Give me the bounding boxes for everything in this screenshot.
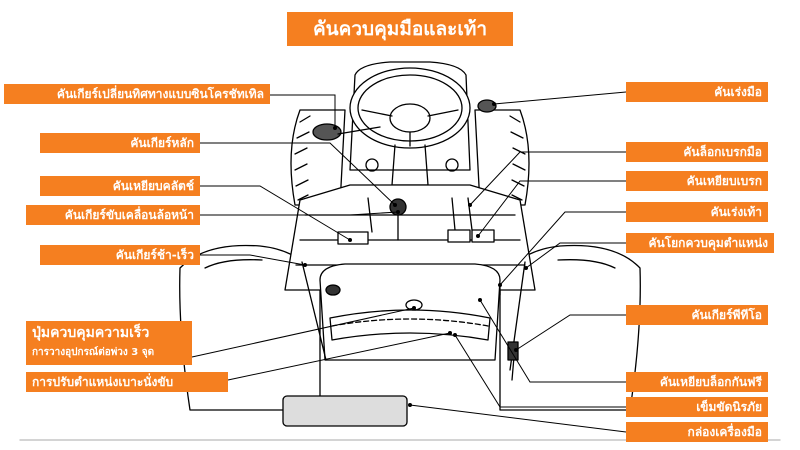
label-clutch-pedal: คันเหยียบคลัตช์ [40, 176, 200, 196]
label-hand-throttle: คันเร่งมือ [626, 82, 768, 102]
label-three-point-hitch: การวางอุปกรณ์ต่อพ่วง 3 จุด [32, 347, 155, 358]
label-synchro-shuttle-lever: คันเกียร์เปลี่ยนทิศทางแบบซินโครชัทเทิล [4, 84, 270, 104]
label-main-gear-lever: คันเกียร์หลัก [40, 133, 200, 153]
label-range-gear-lever: คันเกียร์ช้า-เร็ว [40, 245, 200, 265]
label-toolbox: กล่องเครื่องมือ [626, 422, 768, 442]
label-speed-control-knob: ปุ่มควบคุมความเร็ว [32, 325, 150, 341]
label-position-control-lever: คันโยกควบคุมตำแหน่ง [626, 233, 774, 253]
label-seat-belt: เข็มขัดนิรภัย [626, 397, 768, 417]
label-diff-lock-pedal: คันเหยียบล็อกกันฟรี [626, 372, 768, 392]
label-seat-adjustment: การปรับตำแหน่งเบาะนั่งขับ [26, 372, 228, 392]
diagram-title: คันควบคุมมือและเท้า [287, 12, 513, 46]
speed-control-box: ปุ่มควบคุมความเร็ว การวางอุปกรณ์ต่อพ่วง … [26, 321, 192, 365]
label-parking-brake-lever: คันล็อกเบรกมือ [626, 142, 768, 162]
label-front-drive-lever: คันเกียร์ขับเคลื่อนล้อหน้า [26, 205, 200, 225]
label-pto-gear-lever: คันเกียร์พีทีโอ [626, 305, 768, 325]
label-foot-throttle: คันเร่งเท้า [626, 202, 768, 222]
label-brake-pedal: คันเหยียบเบรก [626, 171, 768, 191]
